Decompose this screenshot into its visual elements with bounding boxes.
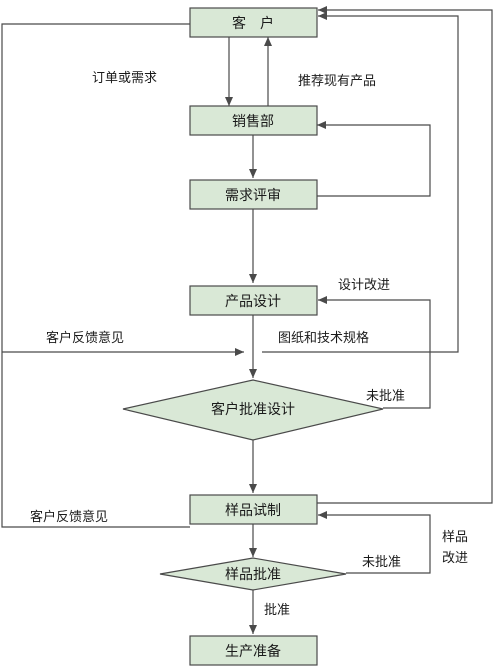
arrow-sample-to-customer [316,6,493,504]
label-sample-improve-1: 样品 [442,530,468,545]
node-approval: 客户批准设计 [122,379,384,441]
node-approval-label: 客户批准设计 [211,401,295,418]
node-design: 产品设计 [189,285,318,316]
node-customer-label: 客 户 [232,15,274,32]
node-customer: 客 户 [189,7,318,38]
label-not-approved-1: 未批准 [366,389,405,404]
node-production-label: 生产准备 [225,643,281,660]
node-sales-label: 销售部 [232,114,274,130]
node-sample-label: 样品试制 [225,503,281,519]
label-design-improve: 设计改进 [338,278,390,293]
label-drawings-specs: 图纸和技术规格 [278,330,369,346]
arrow-review-to-sales [316,121,431,197]
arrow-sample-approval-to-sample [318,511,431,574]
arrow-specs-to-customer [262,12,459,353]
node-sample-approval-label: 样品批准 [225,567,281,583]
node-production: 生产准备 [189,635,318,666]
label-customer-feedback-1: 客户反馈意见 [46,330,124,346]
label-approved: 批准 [264,603,290,618]
label-customer-feedback-2: 客户反馈意见 [30,509,108,525]
node-sales: 销售部 [189,105,318,136]
arrow-approval-to-design [318,296,431,409]
node-sample-approval: 样品批准 [159,557,347,591]
line-customer-left [1,23,190,528]
label-not-approved-2: 未批准 [362,555,401,570]
label-order-or-demand: 订单或需求 [92,71,157,86]
label-recommend-existing: 推荐现有产品 [298,74,376,89]
node-sample: 样品试制 [189,494,318,525]
node-review: 需求评审 [189,179,318,210]
node-review-label: 需求评审 [225,188,281,204]
label-sample-improve-2: 改进 [442,551,468,566]
node-design-label: 产品设计 [225,294,281,310]
